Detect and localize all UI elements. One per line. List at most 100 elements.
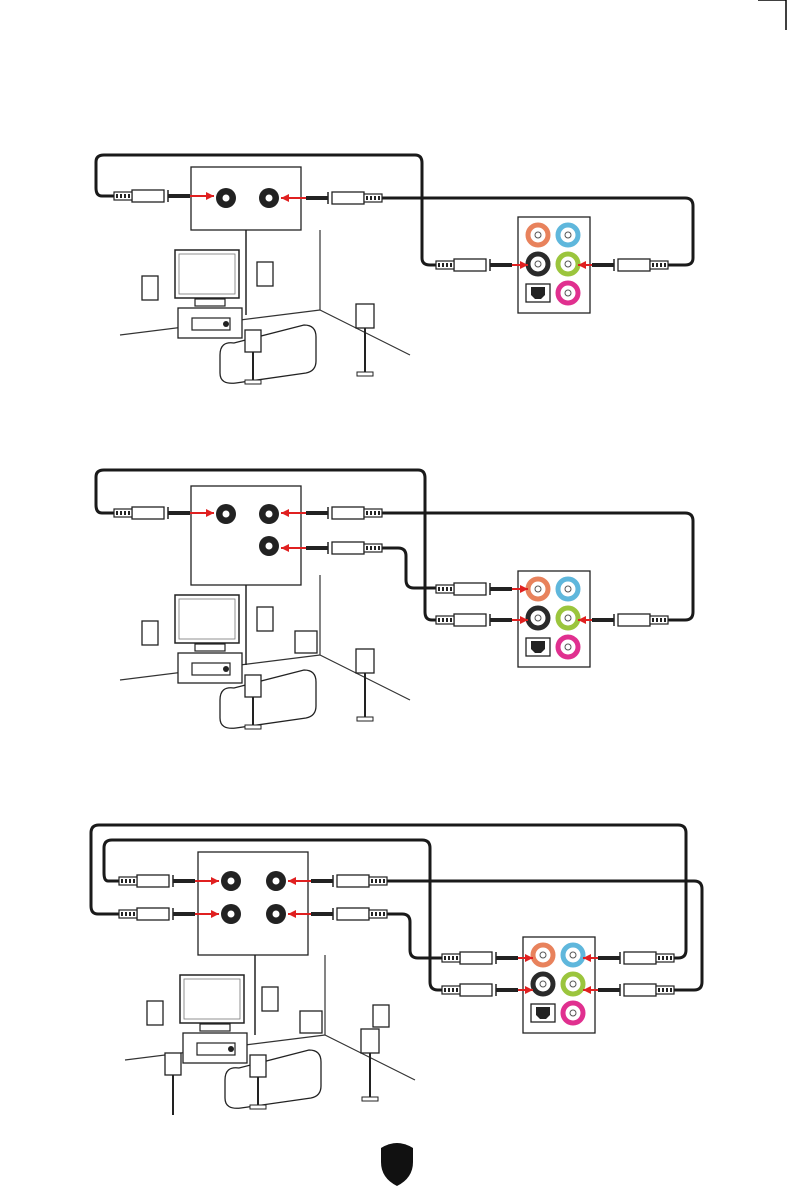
plug-body: [132, 190, 164, 202]
speaker-jack-hole: [223, 511, 230, 518]
speaker-jack-hole: [228, 911, 235, 918]
plug-grip: [375, 912, 377, 916]
jack-hole: [570, 981, 576, 987]
plug-grip: [378, 511, 380, 515]
center-speaker-icon: [195, 644, 225, 651]
plug-grip: [446, 263, 448, 267]
speaker-base: [245, 380, 261, 384]
plug-grip: [124, 194, 126, 198]
plug-grip: [374, 546, 376, 550]
side-speaker-icon: [356, 649, 374, 673]
plug-grip: [446, 587, 448, 591]
plug-grip: [371, 879, 373, 883]
plug-body: [618, 259, 650, 271]
plug-grip: [662, 988, 664, 992]
plug-grip: [379, 879, 381, 883]
back-speaker-icon: [373, 1005, 389, 1027]
cable: [386, 914, 442, 958]
audio-plug-icon: [442, 984, 518, 996]
speaker-jack-hole: [228, 878, 235, 885]
plug-body: [618, 614, 650, 626]
speaker-base: [250, 1105, 266, 1109]
receiver-knob: [228, 1046, 234, 1052]
plug-grip: [378, 196, 380, 200]
plug-grip: [442, 587, 444, 591]
plug-grip: [128, 194, 130, 198]
audio-plug-icon: [311, 875, 387, 887]
plug-grip: [662, 956, 664, 960]
plug-grip: [656, 618, 658, 622]
audio-plug-icon: [598, 952, 674, 964]
plug-body: [137, 908, 169, 920]
audio-plug-icon: [306, 542, 382, 554]
subwoofer-icon: [300, 1011, 322, 1033]
speaker-base: [357, 372, 373, 376]
plug-grip: [383, 879, 385, 883]
plug-grip: [438, 618, 440, 622]
jack-hole: [565, 644, 571, 650]
plug-grip: [652, 618, 654, 622]
speaker-jack-hole: [266, 511, 273, 518]
plug-grip: [121, 879, 123, 883]
audio-plug-icon: [306, 192, 382, 204]
front-right-speaker-icon: [262, 987, 278, 1011]
speaker-jack-hole: [266, 543, 273, 550]
rear-speaker-icon: [245, 675, 261, 697]
side-speaker-icon: [356, 304, 374, 328]
audio-plug-icon: [311, 908, 387, 920]
jack-hole: [535, 615, 541, 621]
front-left-speaker-icon: [142, 276, 158, 300]
front-left-speaker-icon: [147, 1001, 163, 1025]
audio-plug-icon: [306, 507, 382, 519]
plug-grip: [133, 879, 135, 883]
center-speaker-icon: [195, 299, 225, 306]
speaker-jack-hole: [273, 911, 280, 918]
plug-grip: [124, 511, 126, 515]
plug-grip: [370, 511, 372, 515]
plug-grip: [658, 988, 660, 992]
rear-speaker-icon: [250, 1055, 266, 1077]
plug-grip: [452, 988, 454, 992]
speaker-base: [357, 717, 373, 721]
plug-body: [332, 507, 364, 519]
plug-body: [337, 908, 369, 920]
plug-grip: [133, 912, 135, 916]
plug-grip: [660, 618, 662, 622]
plug-grip: [374, 196, 376, 200]
plug-grip: [121, 912, 123, 916]
plug-grip: [383, 912, 385, 916]
plug-body: [624, 952, 656, 964]
plug-grip: [450, 587, 452, 591]
plug-grip: [670, 988, 672, 992]
plug-grip: [366, 511, 368, 515]
plug-grip: [666, 956, 668, 960]
plug-body: [454, 259, 486, 271]
receiver-knob: [223, 321, 229, 327]
jack-hole: [535, 586, 541, 592]
plug-grip: [120, 511, 122, 515]
audio-plug-icon: [442, 952, 518, 964]
jack-hole: [535, 261, 541, 267]
plug-grip: [660, 263, 662, 267]
plug-grip: [375, 879, 377, 883]
jack-hole: [535, 232, 541, 238]
plug-body: [460, 952, 492, 964]
tv-screen: [179, 599, 235, 639]
speaker-jack-hole: [223, 195, 230, 202]
plug-body: [337, 875, 369, 887]
tv-screen: [184, 979, 240, 1019]
plug-grip: [456, 988, 458, 992]
jack-hole: [565, 290, 571, 296]
plug-body: [332, 542, 364, 554]
plug-grip: [120, 194, 122, 198]
rear-speaker-icon: [245, 330, 261, 352]
subwoofer-icon: [295, 631, 317, 653]
plug-body: [332, 192, 364, 204]
audio-plug-icon: [436, 583, 512, 595]
plug-grip: [452, 956, 454, 960]
side-speaker-icon: [361, 1029, 379, 1053]
speaker-base: [362, 1097, 378, 1101]
diagram-4-1-channel: [96, 470, 693, 729]
plug-body: [460, 984, 492, 996]
plug-grip: [666, 988, 668, 992]
